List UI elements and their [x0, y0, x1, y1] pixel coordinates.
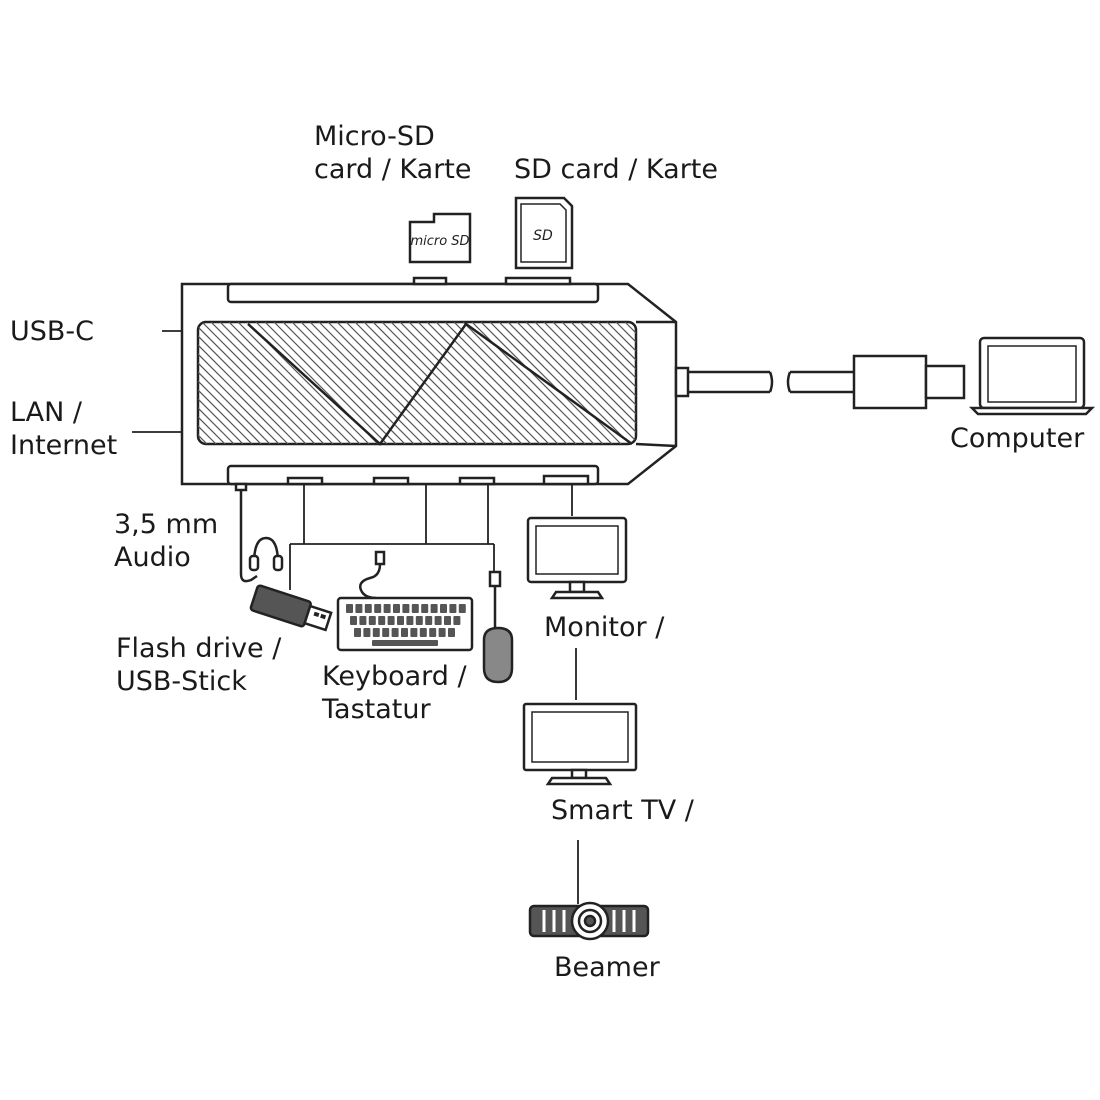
keyboard-label: Keyboard / Tastatur	[322, 660, 467, 726]
usb-port-1	[286, 476, 324, 486]
keyboard-icon	[336, 550, 474, 652]
bottom-connection-lines	[289, 484, 579, 904]
beamer-label: Beamer	[554, 951, 660, 984]
hdmi-port	[542, 474, 590, 486]
audio-port	[234, 482, 248, 492]
computer-label-line-1: Computer	[950, 423, 1085, 454]
hub-top-edge	[226, 282, 600, 304]
computer-label: Computer	[950, 422, 1084, 455]
hub-top-panel	[196, 320, 638, 446]
smart-tv-label-line-1: Smart TV /	[551, 795, 694, 826]
lan-label-line-2: Internet	[10, 430, 118, 461]
audio-label-line-1: 3,5 mm	[114, 509, 219, 540]
smart-tv-label: Smart TV /	[551, 794, 694, 827]
keyboard-label-line-2: Tastatur	[322, 694, 431, 725]
usb-port-3	[458, 476, 496, 486]
monitor-label-line-1: Monitor /	[544, 612, 665, 643]
audio-label-line-2: Audio	[114, 542, 191, 573]
beamer-icon	[528, 901, 650, 941]
sd-card-label-line-1: SD card / Karte	[514, 154, 719, 185]
computer-icon	[968, 336, 1096, 416]
sd-slot	[504, 276, 572, 286]
usb-c-cable	[674, 354, 966, 410]
flash-drive-label-line-1: Flash drive /	[116, 633, 282, 664]
usb-c-label: USB-C	[10, 315, 94, 348]
left-leader-lines	[132, 330, 182, 433]
audio-label: 3,5 mm Audio	[114, 508, 218, 574]
keyboard-label-line-1: Keyboard /	[322, 661, 467, 692]
micro-sd-label-line-1: Micro-SD	[314, 121, 435, 152]
headphones-icon	[239, 490, 284, 583]
micro-sd-label-line-2: card / Karte	[314, 154, 472, 185]
usb-hub	[180, 276, 678, 492]
sd-card-text: SD	[533, 228, 553, 244]
usb-port-2	[372, 476, 410, 486]
lan-label-line-1: LAN /	[10, 397, 83, 428]
micro-sd-slot	[412, 276, 448, 286]
smart-tv-icon	[522, 702, 638, 786]
hub-panel-hatching	[198, 322, 636, 444]
monitor-icon	[526, 516, 628, 600]
flash-drive-label-line-2: USB-Stick	[116, 666, 247, 697]
hub-bottom-edge	[226, 464, 600, 486]
monitor-label: Monitor /	[544, 611, 664, 644]
beamer-label-line-1: Beamer	[554, 952, 660, 983]
hub-panel-chevron	[247, 322, 633, 446]
micro-sd-label: Micro-SD card / Karte	[314, 120, 472, 186]
sd-card-icon: SD	[514, 196, 574, 270]
lan-label: LAN / Internet	[10, 396, 117, 462]
micro-sd-card-icon: micro SD	[408, 212, 472, 264]
sd-card-label: SD card / Karte	[514, 153, 718, 186]
usb-c-label-line-1: USB-C	[10, 316, 95, 347]
flash-drive-label: Flash drive / USB-Stick	[116, 632, 281, 698]
micro-sd-card-text: micro SD	[410, 234, 469, 249]
mouse-icon	[482, 570, 514, 684]
flash-drive-icon	[249, 584, 333, 632]
